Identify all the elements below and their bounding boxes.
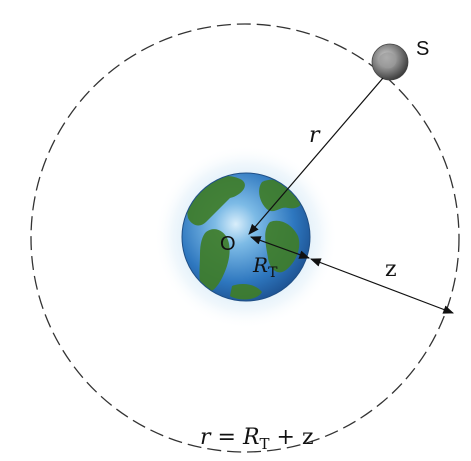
satellite-body [371, 43, 409, 81]
orbit-radius-label: r [309, 123, 321, 148]
orbit-circle [30, 23, 460, 453]
earth-radius-arrow [249, 236, 311, 259]
satellite-label: S [416, 38, 429, 60]
earth-globe [181, 172, 311, 302]
earth-radius-label: RT [252, 253, 278, 281]
center-label: O [220, 233, 236, 255]
altitude-label: z [385, 257, 397, 282]
altitude-arrow [309, 258, 455, 314]
orbit-formula: r = RT + z [200, 425, 314, 453]
orbit-radius-arrow [248, 77, 384, 235]
